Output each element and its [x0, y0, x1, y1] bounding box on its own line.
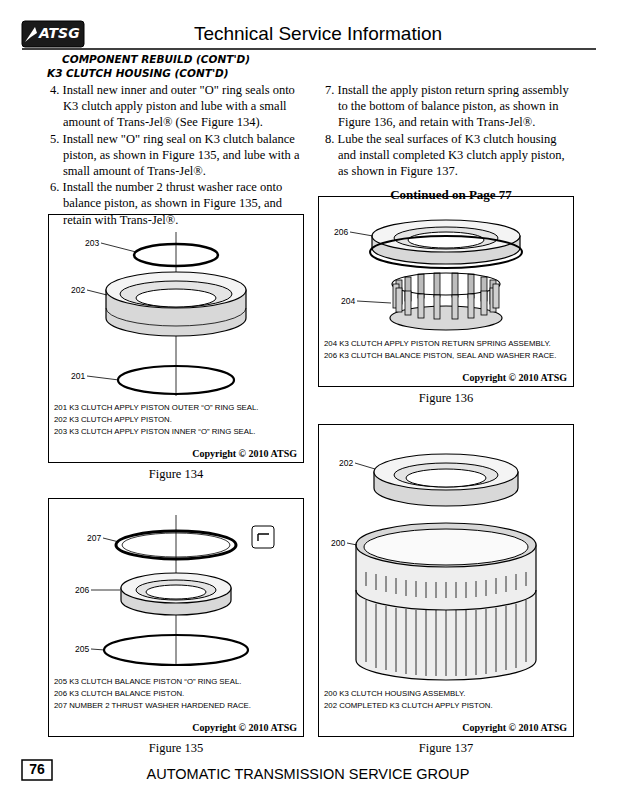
figure-caption: Figure 135: [49, 741, 303, 756]
page-footer: AUTOMATIC TRANSMISSION SERVICE GROUP: [90, 766, 526, 782]
procedure-step: 6. Install the number 2 thrust washer ra…: [50, 179, 306, 228]
part-legend-line: 203 K3 CLUTCH APPLY PISTON INNER “O” RIN…: [54, 426, 259, 438]
page-number: 76: [22, 761, 52, 777]
callout-number: 202: [338, 458, 354, 468]
procedure-step: 8. Lube the seal surfaces of K3 clutch h…: [325, 131, 577, 180]
legend-list: 200 K3 CLUTCH HOUSING ASSEMBLY.202 COMPL…: [324, 688, 493, 712]
part-legend-line: 202 COMPLETED K3 CLUTCH APPLY PISTON.: [324, 700, 493, 712]
copyright-note: Copyright © 2010 ATSG: [462, 722, 567, 733]
copyright-note: Copyright © 2010 ATSG: [192, 722, 297, 733]
copyright-note: Copyright © 2010 ATSG: [462, 372, 567, 383]
callout-number: 202: [70, 285, 86, 295]
figure-caption: Figure 136: [319, 391, 573, 406]
part-legend-line: 205 K3 CLUTCH BALANCE PISTON “O” RING SE…: [54, 676, 251, 688]
callout-number: 203: [84, 238, 100, 248]
procedure-step: 4. Install new inner and outer "O" ring …: [50, 82, 306, 131]
part-legend-line: 202 K3 CLUTCH APPLY PISTON.: [54, 414, 259, 426]
text-column: 4. Install new inner and outer "O" ring …: [50, 82, 306, 228]
callout-number: 201: [70, 371, 86, 381]
callout-number: 205: [74, 644, 90, 654]
callout-number: 204: [340, 296, 356, 306]
callout-number: 206: [74, 585, 90, 595]
legend-list: 204 K3 CLUTCH APPLY PISTON RETURN SPRING…: [324, 338, 556, 362]
legend-list: 201 K3 CLUTCH APPLY PISTON OUTER “O” RIN…: [54, 402, 259, 438]
part-legend-line: 201 K3 CLUTCH APPLY PISTON OUTER “O” RIN…: [54, 402, 259, 414]
figure-box: 204 K3 CLUTCH APPLY PISTON RETURN SPRING…: [318, 196, 574, 387]
section-subheading: K3 CLUTCH HOUSING (CONT'D): [47, 67, 229, 79]
logo-text: ATSG: [39, 25, 80, 41]
part-legend-line: 206 K3 CLUTCH BALANCE PISTON.: [54, 688, 251, 700]
section-heading: COMPONENT REBUILD (CONT'D): [62, 53, 250, 65]
legend-list: 205 K3 CLUTCH BALANCE PISTON “O” RING SE…: [54, 676, 251, 712]
figure-caption: Figure 134: [49, 467, 303, 482]
part-legend-line: 200 K3 CLUTCH HOUSING ASSEMBLY.: [324, 688, 493, 700]
procedure-step: 5. Install new "O" ring seal on K3 clutc…: [50, 131, 306, 180]
page-title: Technical Service Information: [100, 23, 536, 45]
figure-caption: Figure 137: [319, 741, 573, 756]
callout-number: 207: [86, 533, 102, 543]
text-column: 7. Install the apply piston return sprin…: [325, 82, 577, 203]
part-legend-line: 206 K3 CLUTCH BALANCE PISTON, SEAL AND W…: [324, 350, 556, 362]
part-legend-line: 204 K3 CLUTCH APPLY PISTON RETURN SPRING…: [324, 338, 556, 350]
figure-box: 200 K3 CLUTCH HOUSING ASSEMBLY.202 COMPL…: [318, 424, 574, 737]
part-legend-line: 207 NUMBER 2 THRUST WASHER HARDENED RACE…: [54, 700, 251, 712]
figure-box: 201 K3 CLUTCH APPLY PISTON OUTER “O” RIN…: [48, 214, 304, 463]
callout-number: 206: [333, 227, 349, 237]
callout-number: 200: [330, 538, 346, 548]
procedure-step: 7. Install the apply piston return sprin…: [325, 82, 577, 131]
copyright-note: Copyright © 2010 ATSG: [192, 448, 297, 459]
